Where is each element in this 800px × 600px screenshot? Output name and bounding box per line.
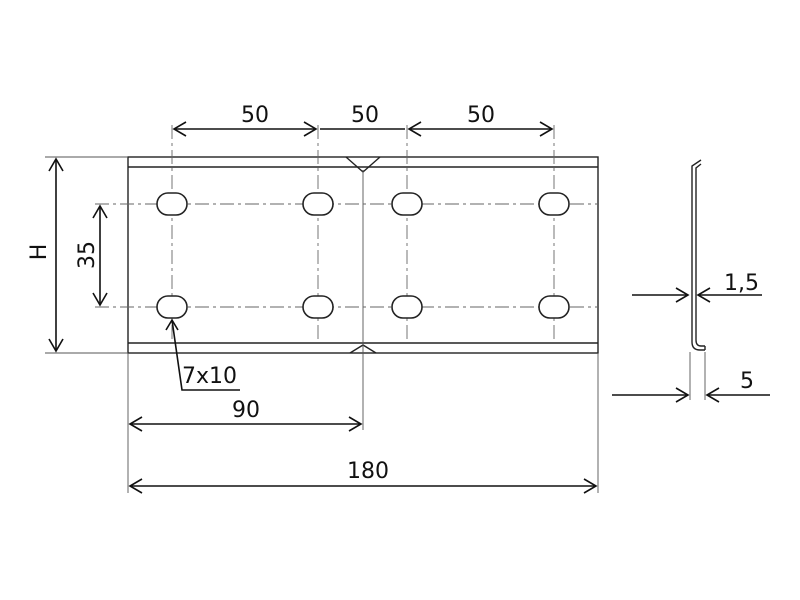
dim-label-spacing-1: 50: [241, 103, 269, 128]
dim-label-flange: 5: [740, 369, 754, 394]
dim-label-total-length: 180: [347, 459, 389, 484]
slot-hole: [391, 192, 423, 216]
dim-label-half-length: 90: [232, 398, 260, 423]
top-notch: [345, 156, 381, 173]
arrowhead: [675, 387, 690, 403]
arrowhead: [675, 287, 690, 303]
arrowhead: [583, 478, 598, 494]
slot-hole: [302, 192, 334, 216]
arrowhead: [92, 204, 108, 219]
plate-front-view: [127, 156, 599, 430]
arrowhead: [539, 121, 554, 137]
arrowhead: [48, 338, 64, 353]
arrowhead: [128, 416, 143, 432]
leader-line: [171, 319, 240, 391]
dim-label-spacing-2: 50: [351, 103, 379, 128]
arrowhead: [303, 121, 318, 137]
dim-label-height: H: [27, 244, 52, 261]
arrowhead: [172, 121, 187, 137]
arrowhead: [696, 287, 711, 303]
side-dimensions: 1,5 5: [612, 271, 770, 403]
bottom-dimensions: 90 180: [127, 353, 599, 494]
hole-size-callout: 7x10: [165, 318, 240, 391]
dim-label-thickness: 1,5: [724, 271, 759, 296]
left-dimensions: H 35: [27, 156, 128, 354]
slot-hole: [538, 295, 570, 319]
side-profile-outer: [691, 159, 705, 351]
plate-side-view: [689, 159, 706, 400]
dim-label-hole-row-distance: 35: [75, 241, 100, 269]
arrowhead: [48, 157, 64, 172]
slotted-holes: [156, 192, 570, 319]
side-profile-inner: [695, 163, 705, 347]
slot-hole: [302, 295, 334, 319]
slot-hole: [156, 192, 188, 216]
slot-hole: [156, 295, 188, 319]
slot-hole: [391, 295, 423, 319]
arrowhead: [348, 416, 363, 432]
dim-label-hole-size: 7x10: [182, 364, 237, 389]
dim-label-spacing-3: 50: [467, 103, 495, 128]
arrowhead: [92, 292, 108, 307]
arrowhead: [128, 478, 143, 494]
top-dimensions: 50 50 50: [172, 103, 554, 137]
arrowhead: [407, 121, 422, 137]
arrowhead: [165, 318, 179, 331]
arrowhead: [705, 387, 720, 403]
slot-hole: [538, 192, 570, 216]
